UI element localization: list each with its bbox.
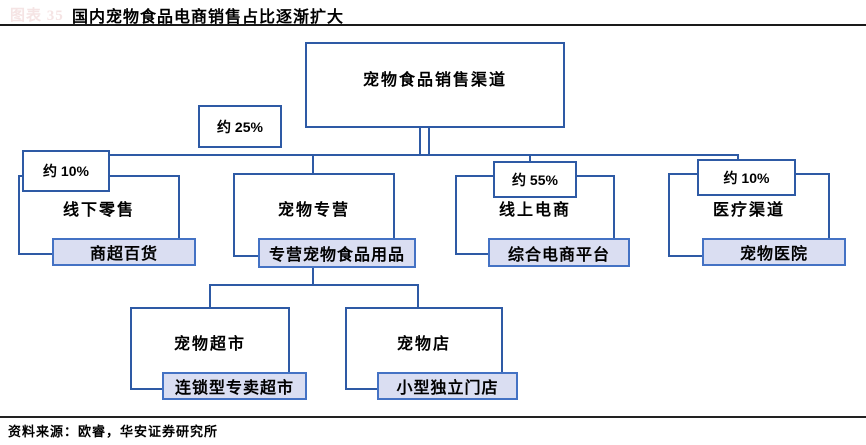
connector-drop-pet-specialty xyxy=(312,154,314,175)
detail-supermarket-department: 商超百货 xyxy=(52,238,196,266)
node-pet-store: 宠物店 xyxy=(345,307,503,390)
connector-drop-pet-store xyxy=(417,284,419,309)
connector-root-double-line-left xyxy=(419,128,421,156)
share-label-medical: 约 10% xyxy=(697,159,796,196)
source-note: 资料来源：欧睿，华安证券研究所 xyxy=(8,424,219,439)
detail-integrated-ecommerce-platform: 综合电商平台 xyxy=(488,238,630,267)
figure-number-label: 图表 35 xyxy=(10,8,64,24)
detail-chain-specialty-supermarket: 连锁型专卖超市 xyxy=(162,372,307,400)
detail-pet-hospital: 宠物医院 xyxy=(702,238,846,266)
connector-drop-online xyxy=(529,154,531,166)
connector-sub-rail xyxy=(209,284,419,286)
node-root-sales-channels: 宠物食品销售渠道 xyxy=(305,42,565,128)
footer-divider xyxy=(0,416,866,418)
detail-specialty-pet-food-supplies: 专营宠物食品用品 xyxy=(258,238,416,268)
connector-root-double-line-right xyxy=(428,128,430,156)
share-label-pet-specialty: 约 25% xyxy=(198,105,282,148)
connector-drop-pet-supermarket xyxy=(209,284,211,309)
share-label-offline-retail: 约 10% xyxy=(22,150,110,192)
title-divider xyxy=(0,24,866,26)
figure-title: 国内宠物食品电商销售占比逐渐扩大 xyxy=(72,9,345,26)
detail-small-independent-store: 小型独立门店 xyxy=(377,372,518,400)
connector-stem-sub-level xyxy=(312,266,314,286)
share-label-online: 约 55% xyxy=(493,161,577,198)
connector-main-rail xyxy=(25,154,739,156)
